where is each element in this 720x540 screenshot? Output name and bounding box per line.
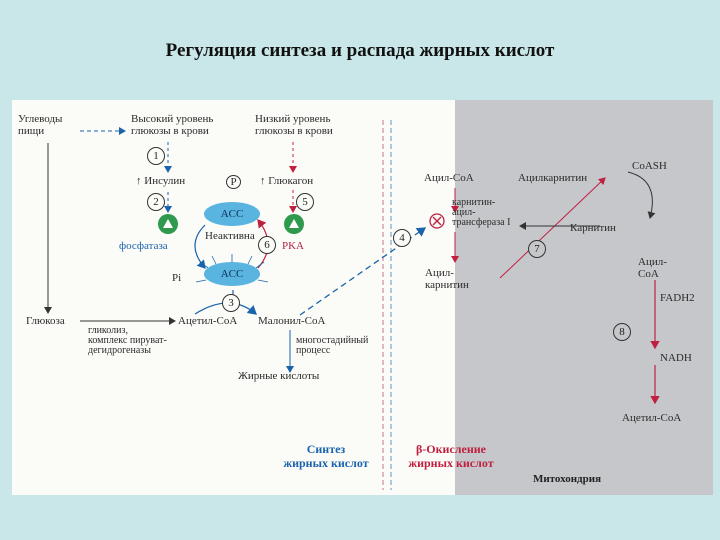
step-2-marker: 2 [147, 193, 165, 211]
step-8-marker: 8 [613, 323, 631, 341]
dietary-carbs-label: Углеводы пищи [18, 113, 63, 137]
acetyl-coa-mito-label: Ацетил-CoA [622, 412, 682, 424]
coash-label: CoASH [632, 160, 667, 172]
pi-label: Pi [172, 272, 182, 284]
step-7-marker: 7 [528, 240, 546, 258]
inactive-label: Неактивна [205, 230, 255, 242]
step-6-marker: 6 [258, 236, 276, 254]
slide-title: Регуляция синтеза и распада жирных кисло… [165, 40, 555, 61]
acetyl-coa-label: Ацетил-CoA [178, 315, 238, 327]
step-4-marker: 4 [393, 229, 411, 247]
fadh2-label: FADH2 [660, 292, 695, 304]
mitochondrion-region [455, 100, 713, 495]
step-3-marker: 3 [222, 294, 240, 312]
glycolysis-label: гликолиз, комплекс пируват- дегидрогеназ… [88, 325, 167, 356]
acylcarnitine-bottom-label: Ацил- карнитин [425, 267, 469, 291]
carnitine-label: Карнитин [570, 222, 616, 234]
multistep-process-label: многостадийный процесс [296, 335, 369, 356]
insulin-label: ↑ Инсулин [136, 175, 186, 187]
high-glucose-label: Высокий уровень глюкозы в крови [131, 113, 214, 137]
low-glucose-label: Низкий уровень глюкозы в крови [255, 113, 333, 137]
phosphatase-activation-icon [158, 214, 178, 234]
step-1-marker: 1 [147, 147, 165, 165]
step-5-marker: 5 [296, 193, 314, 211]
inhibition-icon [429, 213, 445, 229]
malonyl-coa-label: Малонил-CoA [258, 315, 326, 327]
acc-active-node: ACC [204, 262, 260, 286]
fatty-acids-label: Жирные кислоты [238, 370, 320, 382]
acyl-coa-label: Ацил-CoA [424, 172, 474, 184]
mitochondria-label: Митохондрия [532, 473, 602, 485]
beta-oxidation-legend: β-Окисление жирных кислот [408, 442, 494, 470]
fatty-acid-synthesis-legend: Синтез жирных кислот [283, 442, 369, 470]
acylcarnitine-top-label: Ацилкарнитин [518, 172, 588, 184]
cpt1-label: карнитин- ацил- трансфераза I [452, 197, 511, 228]
phosphatase-label: фосфатаза [119, 240, 168, 252]
glucose-label: Глюкоза [26, 315, 65, 327]
pka-label: PKA [282, 240, 305, 252]
nadh-label: NADH [660, 352, 692, 364]
pka-activation-icon [284, 214, 304, 234]
phosphate-group-label: P [226, 175, 241, 189]
acc-inactive-node: ACC [204, 202, 260, 226]
acyl-coa-mito-label: Ацил- CoA [638, 256, 667, 280]
glucagon-label: ↑ Глюкагон [260, 175, 314, 187]
